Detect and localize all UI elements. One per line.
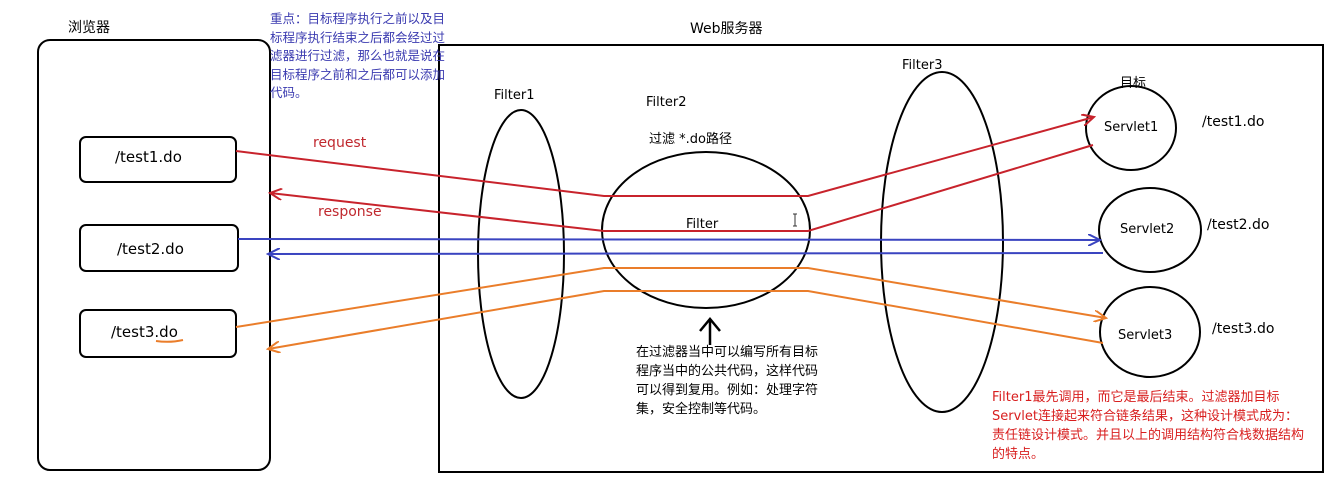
- servlet2-label: Servlet2: [1120, 222, 1175, 237]
- test3-underline-mark: [155, 339, 184, 343]
- test2-request-arrow: [237, 239, 1100, 240]
- target-label: 目标: [1120, 76, 1147, 91]
- filter-code-note: 在过滤器当中可以编写所有目标程序当中的公共代码，这样代码可以得到复用。例如：处理…: [636, 345, 819, 417]
- test3-response-arrow: [268, 290, 1104, 349]
- test3-request-arrow: [235, 267, 1106, 328]
- response-label: response: [318, 204, 382, 220]
- servlet2-circle: [1098, 187, 1202, 273]
- filter2-inner-label: Filter: [686, 217, 719, 232]
- servlet3-label: Servlet3: [1118, 328, 1173, 343]
- filter1-label: Filter1: [494, 88, 535, 103]
- filter3-label: Filter3: [902, 58, 943, 73]
- chain-pattern-note: Filter1最先调用，而它是最后结束。过滤器加目标Servlet连接起来符合链…: [992, 390, 1305, 462]
- filter-note-pointer-head: [699, 317, 721, 332]
- request-box-test2: [79, 224, 239, 272]
- request-box-test1: [79, 136, 237, 183]
- request-label: request: [313, 135, 367, 151]
- web-server-box: [438, 44, 1324, 473]
- filter2-path-label: 过滤 *.do路径: [649, 132, 732, 147]
- test2-response-arrow: [268, 253, 1104, 254]
- request-box-test3: [79, 309, 237, 358]
- web-server-title: Web服务器: [690, 21, 763, 37]
- filter2-label: Filter2: [646, 95, 687, 110]
- request-label-test1: /test1.do: [115, 148, 182, 166]
- request-label-test3: /test3.do: [111, 323, 178, 341]
- servlet1-circle: [1085, 85, 1177, 171]
- key-point-note: 重点：目标程序执行之前以及目标程序执行结束之后都会经过过滤器进行过滤，那么也就是…: [270, 11, 446, 100]
- servlet3-path: /test3.do: [1212, 321, 1275, 337]
- response-arrow-line: [270, 144, 1094, 232]
- text-cursor-icon: [793, 213, 797, 227]
- servlet2-path: /test2.do: [1207, 217, 1270, 233]
- servlet3-circle: [1099, 286, 1201, 378]
- browser-title: 浏览器: [68, 20, 110, 36]
- filter3-ellipse: [880, 71, 1004, 413]
- servlet1-path: /test1.do: [1202, 114, 1265, 130]
- request-arrow-line: [235, 117, 1094, 197]
- servlet1-label: Servlet1: [1104, 120, 1159, 135]
- request-label-test2: /test2.do: [117, 240, 184, 258]
